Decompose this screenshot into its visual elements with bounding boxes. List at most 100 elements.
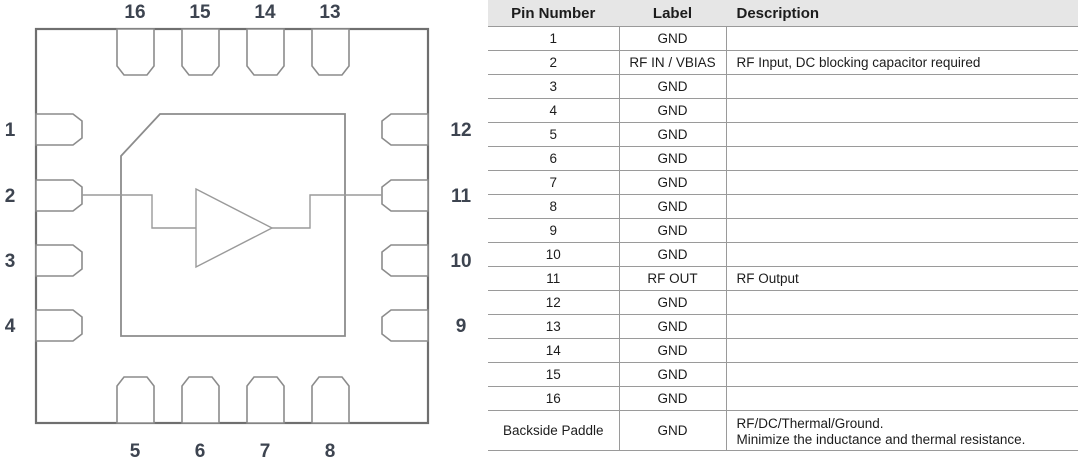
pin-number-label-2: 2 [5, 186, 16, 207]
column-header-pin-number: Pin Number [488, 0, 620, 27]
cell-description [725, 386, 1078, 411]
pad-14 [246, 28, 285, 76]
top-pads-group [116, 28, 350, 76]
description-line-1: RF/DC/Thermal/Ground. [736, 415, 884, 431]
cell-label: GND [618, 146, 727, 171]
cell-label: GND [618, 314, 727, 339]
pad-8 [311, 376, 350, 424]
cell-label: GND [618, 218, 727, 243]
pad-11 [381, 179, 429, 212]
cell-pin-number: 4 [488, 98, 620, 123]
cell-description: RF Input, DC blocking capacitor required [725, 50, 1078, 75]
cell-label: RF OUT [618, 266, 727, 291]
package-diagram: 16 15 14 13 1 2 3 4 12 11 10 9 5 6 7 8 [0, 0, 488, 461]
cell-label: GND [618, 26, 727, 51]
cell-label: RF IN / VBIAS [618, 50, 727, 75]
package-outline [34, 27, 430, 425]
rf-in-trace [82, 194, 196, 229]
cell-pin-number: 15 [488, 362, 620, 387]
cell-label: GND [618, 122, 727, 147]
cell-pin-number: 6 [488, 146, 620, 171]
cell-pin-number: 12 [488, 290, 620, 315]
cell-label: GND [618, 98, 727, 123]
pad-10 [381, 244, 429, 277]
pin-number-label-10: 10 [450, 251, 471, 272]
cell-pin-number: Backside Paddle [488, 410, 620, 451]
pin-number-label-15: 15 [189, 2, 211, 23]
pad-2 [35, 179, 83, 212]
cell-pin-number: 13 [488, 314, 620, 339]
cell-description [725, 146, 1078, 171]
cell-description [725, 218, 1078, 243]
pin-number-label-1: 1 [5, 120, 16, 141]
cell-label: GND [618, 338, 727, 363]
pad-12 [381, 113, 429, 146]
pin-number-label-12: 12 [450, 120, 471, 141]
table-header: Pin Number Label Description [488, 0, 1078, 27]
rf-out-trace [272, 194, 382, 229]
pin-number-label-7: 7 [260, 441, 271, 461]
pad-3 [35, 244, 83, 277]
pad-4 [35, 309, 83, 342]
cell-description [725, 170, 1078, 195]
pad-6 [181, 376, 220, 424]
pin-number-label-9: 9 [456, 316, 467, 337]
pin-number-label-14: 14 [254, 2, 276, 23]
bottom-pads-group [116, 376, 350, 424]
cell-label: GND [618, 386, 727, 411]
pin-number-label-16: 16 [124, 2, 145, 23]
column-header-description: Description [725, 0, 1078, 27]
cell-label: GND [618, 290, 727, 315]
cell-description [725, 194, 1078, 219]
amplifier-triangle-icon [195, 187, 274, 269]
cell-pin-number: 14 [488, 338, 620, 363]
pin-number-label-13: 13 [319, 2, 340, 23]
cell-description [725, 98, 1078, 123]
pad-16 [116, 28, 155, 76]
cell-description [725, 26, 1078, 51]
cell-label: GND [618, 194, 727, 219]
cell-label: GND [618, 362, 727, 387]
cell-pin-number: 3 [488, 74, 620, 99]
cell-label: GND [618, 242, 727, 267]
cell-description [725, 74, 1078, 99]
cell-description [725, 122, 1078, 147]
die-outline [120, 113, 346, 337]
pin-number-label-3: 3 [5, 251, 16, 272]
cell-pin-number: 2 [488, 50, 620, 75]
cell-pin-number: 1 [488, 26, 620, 51]
pad-13 [311, 28, 350, 76]
pad-7 [246, 376, 285, 424]
cell-label: GND [618, 410, 727, 451]
pad-15 [181, 28, 220, 76]
left-pads-group [35, 113, 83, 342]
cell-description [725, 242, 1078, 267]
cell-pin-number: 10 [488, 242, 620, 267]
cell-label: GND [618, 74, 727, 99]
description-line-2: Minimize the inductance and thermal resi… [736, 431, 1026, 447]
package-diagram-svg: 16 15 14 13 1 2 3 4 12 11 10 9 5 6 7 8 [5, 2, 472, 461]
internal-traces [82, 194, 382, 229]
pin-number-label-5: 5 [130, 441, 141, 461]
cell-pin-number: 9 [488, 218, 620, 243]
column-header-label: Label [618, 0, 727, 27]
cell-pin-number: 11 [488, 266, 620, 291]
pin-number-label-8: 8 [325, 441, 336, 461]
